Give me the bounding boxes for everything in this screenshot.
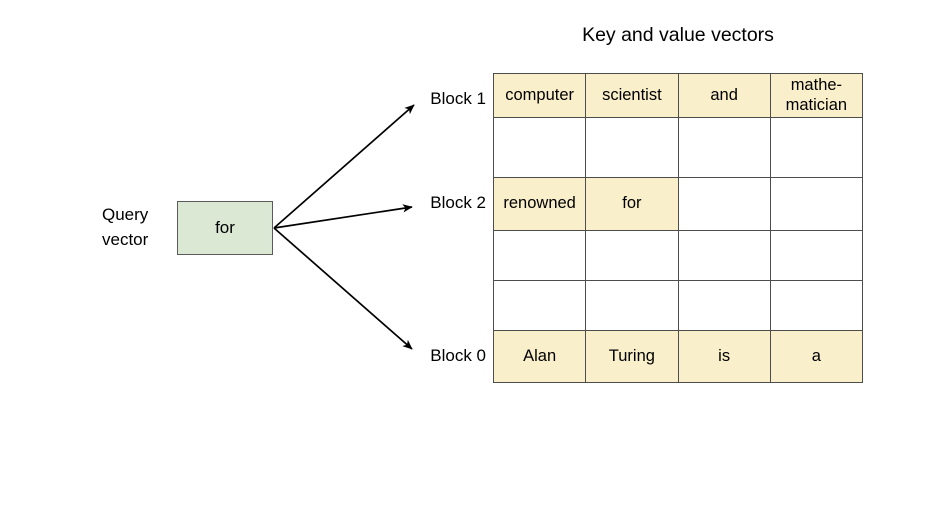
query-vector-label: Query vector [102,203,172,252]
table-row: Alan Turing is a [492,330,864,383]
table-cell-empty[interactable] [585,117,679,178]
key-value-table: computer scientist and mathe-matician renown… [492,73,864,383]
table-cell-line: computer [505,85,575,104]
table-cell-line: a [811,346,821,365]
table-cell-empty[interactable] [492,280,587,331]
table-cell-empty[interactable] [677,117,771,178]
table-cell-line: Alan [523,346,557,365]
table-cell-empty[interactable] [677,230,771,281]
table-cell-empty[interactable] [769,117,864,178]
table-row: computer scientist and mathe-matician [492,73,864,118]
table-cell-token[interactable]: for [585,177,679,231]
table-cell-line: Turing [608,346,655,365]
table-cell-empty[interactable] [677,177,771,231]
table-cell-empty[interactable] [492,117,587,178]
block-label-2: Block 2 [430,193,486,212]
table-cell-token[interactable]: computer [492,73,587,118]
table-cell-line: mathe- [790,76,843,95]
query-vector-label-line2: vector [102,229,149,249]
table-cell-token[interactable]: Turing [585,330,679,383]
table-cell-line: for [622,194,642,213]
page-title: Key and value vectors [582,24,774,46]
table-cell-empty[interactable] [492,230,587,281]
table-cell-token[interactable]: mathe-matician [769,73,864,118]
query-vector-box[interactable]: for [177,201,273,255]
block-label-0: Block 0 [430,346,486,365]
table-cell-token[interactable]: and [677,73,771,118]
block-label-1: Block 1 [430,89,486,108]
table-cell-empty[interactable] [769,280,864,331]
arrow-to-block-0 [273,227,413,350]
table-cell-line: scientist [602,85,662,104]
table-cell-token[interactable]: is [677,330,771,383]
table-row: renowned for [492,177,864,231]
table-cell-line: is [718,346,731,365]
table-cell-token[interactable]: a [769,330,864,383]
table-cell-token[interactable]: Alan [492,330,587,383]
table-cell-empty[interactable] [677,280,771,331]
query-vector-value: for [215,218,235,237]
table-cell-line: renowned [503,194,576,213]
table-cell-line: and [710,85,738,104]
table-cell-empty[interactable] [585,230,679,281]
table-cell-line: matician [785,95,848,114]
table-cell-empty[interactable] [769,177,864,231]
query-vector-label-line1: Query [102,205,149,224]
table-row [492,280,864,331]
table-row [492,117,864,178]
table-cell-token[interactable]: renowned [492,177,587,231]
table-cell-empty[interactable] [769,230,864,281]
table-cell-empty[interactable] [585,280,679,331]
table-row [492,230,864,281]
table-cell-token[interactable]: scientist [585,73,679,118]
